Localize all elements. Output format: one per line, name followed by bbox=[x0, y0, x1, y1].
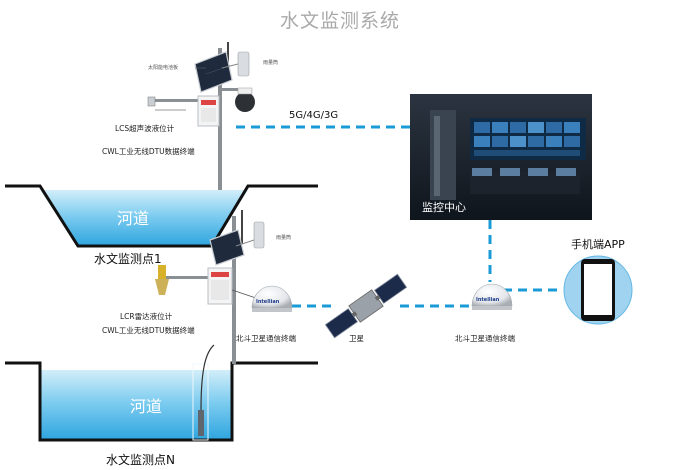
sensor-well-tube bbox=[192, 363, 209, 441]
solar-panel-icon bbox=[194, 51, 233, 93]
station-1-pole bbox=[218, 48, 222, 190]
dome-brand-left: Intellian bbox=[256, 299, 280, 305]
station-1-equipment bbox=[147, 42, 255, 190]
page-title: 水文监测系统 bbox=[279, 10, 400, 32]
mobile-phone-icon bbox=[563, 255, 633, 325]
monitoring-center-label: 监控中心 bbox=[422, 201, 466, 214]
radar-sensor-label: LCR雷达液位计 bbox=[120, 312, 173, 321]
satellite-terminal-left bbox=[251, 285, 293, 312]
solar-panel-icon bbox=[209, 229, 245, 266]
station-1-name: 水文监测点1 bbox=[94, 252, 162, 266]
satellite-icon bbox=[324, 273, 408, 339]
river-channel-n bbox=[5, 344, 318, 442]
satellite-label: 卫星 bbox=[349, 334, 364, 343]
dome-brand-right: Intellian bbox=[476, 297, 500, 303]
dome-camera-icon bbox=[235, 92, 255, 112]
mobile-app-label: 手机端APP bbox=[571, 238, 625, 251]
terminal-right-label: 北斗卫星通信终端 bbox=[455, 334, 515, 343]
rain-gauge-icon bbox=[253, 221, 265, 249]
rain-gauge-icon bbox=[237, 51, 250, 77]
terminal-left-label: 北斗卫星通信终端 bbox=[236, 334, 296, 343]
submerged-sensor-icon bbox=[198, 410, 204, 436]
river-channel-1 bbox=[5, 184, 318, 248]
ultrasonic-sensor-label: LCS超声波液位计 bbox=[115, 124, 175, 133]
rain-gauge-label-n: 雨量筒 bbox=[276, 235, 292, 241]
ultrasonic-arm bbox=[152, 99, 218, 102]
dtu-label-n: CWL工业无线DTU数据终端 bbox=[102, 326, 195, 335]
network-label: 5G/4G/3G bbox=[289, 110, 339, 121]
radar-arm bbox=[162, 276, 232, 279]
station-n-name: 水文监测点N bbox=[106, 453, 175, 467]
antenna-icon bbox=[241, 210, 243, 244]
camera-arm bbox=[222, 88, 240, 91]
radar-sensor-icon bbox=[158, 265, 166, 279]
river-label-1: 河道 bbox=[117, 209, 150, 228]
solar-panel-label: 太阳能电池板 bbox=[148, 65, 179, 71]
sensor-cable bbox=[200, 344, 215, 411]
monitoring-center-image bbox=[410, 94, 592, 220]
communication-links bbox=[236, 125, 563, 308]
rain-gauge-label-1: 雨量筒 bbox=[263, 60, 279, 66]
river-label-n: 河道 bbox=[130, 397, 163, 416]
dtu-label-1: CWL工业无线DTU数据终端 bbox=[102, 147, 195, 156]
station-n-pole bbox=[232, 216, 236, 364]
satellite-terminal-right bbox=[471, 283, 513, 310]
ultrasonic-sensor-icon bbox=[147, 96, 156, 107]
station-n-equipment bbox=[155, 210, 265, 364]
